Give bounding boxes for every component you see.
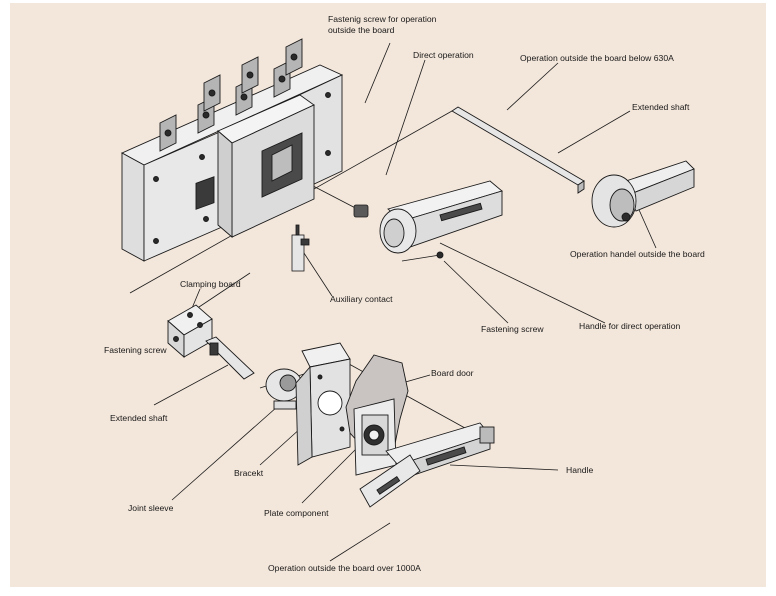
- label-operation-below-630: Operation outside the board below 630A: [520, 53, 674, 63]
- label-fastening-screw-mid: Fastening screw: [481, 324, 544, 334]
- label-board-door: Board door: [431, 368, 474, 378]
- handle-part: [359, 422, 495, 508]
- leader-fastening-screw-mid: [443, 260, 509, 324]
- leader-plate-component: [301, 446, 359, 504]
- label-fastening-screw-outside: Fastenig screw for operation outside the…: [328, 14, 436, 36]
- label-bracket: Bracekt: [234, 468, 264, 478]
- diagram-canvas: Fastenig screw for operation outside the…: [10, 3, 766, 587]
- leader-bracket: [259, 426, 303, 466]
- auxiliary-contact-part: [291, 224, 310, 272]
- leader-operation-over-1000: [329, 522, 391, 562]
- label-plate-component: Plate component: [264, 508, 329, 518]
- leader-joint-sleeve: [171, 398, 287, 501]
- label-fastening-screw-outside-line2: outside the board: [328, 25, 395, 35]
- leader-handle-direct: [439, 242, 606, 324]
- leader-direct-operation: [385, 59, 426, 176]
- label-fastening-screw-left: Fastening screw: [104, 345, 167, 355]
- extended-shaft-left-part: [205, 336, 255, 380]
- plate-component-part: [353, 398, 397, 476]
- clamping-board-part: [167, 304, 213, 358]
- fastening-screw-part: [353, 204, 369, 218]
- leader-extended-shaft-left: [153, 364, 229, 406]
- assembly-line-b: [189, 272, 251, 314]
- label-extended-shaft-left: Extended shaft: [110, 413, 168, 423]
- label-direct-operation: Direct operation: [413, 50, 474, 60]
- label-auxiliary-contact: Auxiliary contact: [330, 294, 393, 304]
- leader-operation-handel: [635, 202, 657, 249]
- label-handle-direct: Handle for direct operation: [579, 321, 681, 331]
- leader-operation-below-630: [506, 62, 559, 111]
- diagram-drawing: [120, 38, 695, 562]
- operation-handel-part: [591, 160, 695, 228]
- extended-shaft-top-part: [451, 106, 585, 194]
- label-extended-shaft-top: Extended shaft: [632, 102, 690, 112]
- leader-fastening-screw-outside: [364, 42, 391, 104]
- assembly-line-d: [401, 254, 441, 262]
- label-fastening-screw-outside-line1: Fastenig screw for operation: [328, 14, 437, 24]
- leader-handle: [449, 464, 559, 471]
- label-handle: Handle: [566, 465, 594, 475]
- leader-extended-shaft-top: [557, 110, 631, 154]
- direct-operation-handle: [379, 180, 503, 259]
- switch-body: [120, 38, 344, 262]
- leader-board-door: [401, 374, 431, 384]
- label-operation-handel: Operation handel outside the board: [570, 249, 705, 259]
- label-clamping-board: Clamping board: [180, 279, 241, 289]
- bracket-part: [295, 342, 351, 466]
- label-operation-over-1000: Operation outside the board over 1000A: [268, 563, 421, 573]
- label-joint-sleeve: Joint sleeve: [128, 503, 174, 513]
- leader-auxiliary-contact: [301, 249, 333, 297]
- joint-sleeve-part: [265, 368, 303, 410]
